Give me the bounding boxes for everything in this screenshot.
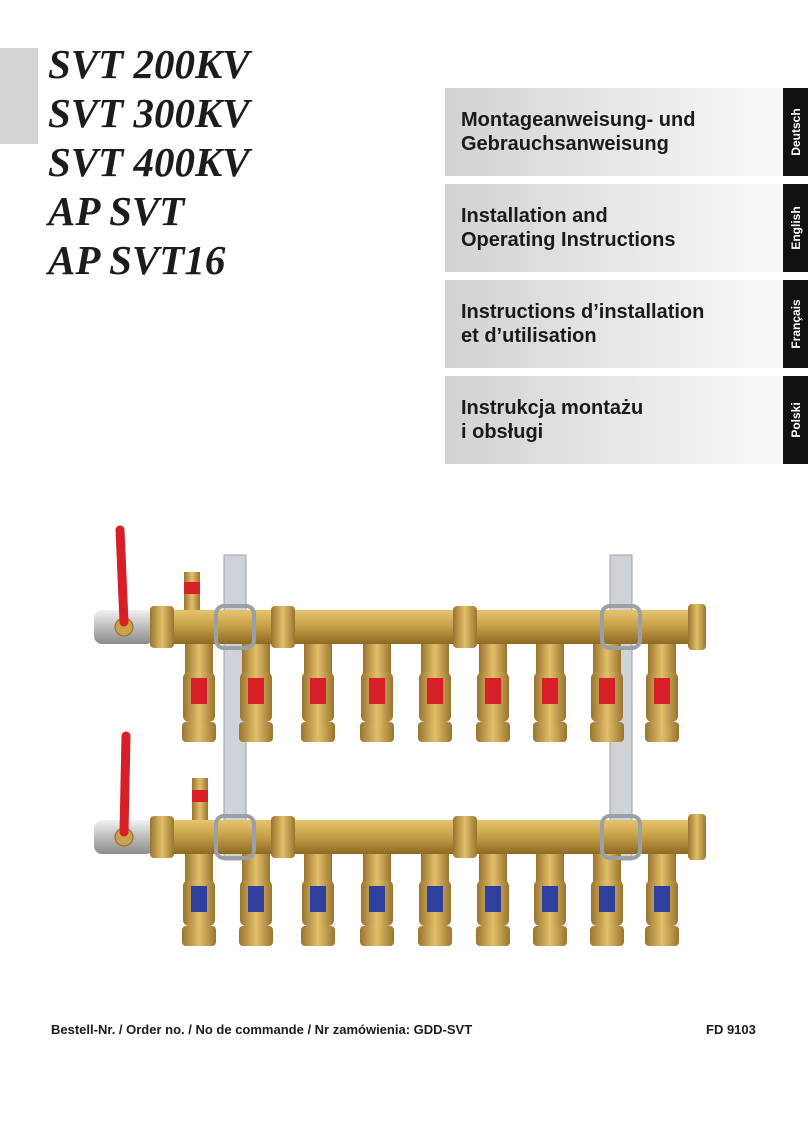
lower-red-handle	[119, 731, 131, 837]
language-title-line1: Installation and	[461, 205, 608, 227]
model-title: AP SVT16	[48, 237, 226, 283]
model-title: SVT 400KV	[48, 139, 250, 185]
model-title: SVT 200KV	[48, 41, 250, 87]
upper-outlets	[182, 644, 679, 742]
language-block-francais: Instructions d’installation et d’utilisa…	[445, 280, 782, 368]
lower-union	[271, 816, 295, 858]
lower-outlets	[182, 854, 679, 946]
language-block-english: Installation and Operating Instructions	[445, 184, 782, 272]
language-block-polski: Instrukcja montażu i obsługi	[445, 376, 782, 464]
language-title-line1: Montageanweisung- und	[461, 109, 696, 131]
order-number: Bestell-Nr. / Order no. / No de commande…	[51, 1022, 473, 1037]
side-grey-tab	[0, 48, 38, 144]
model-title: AP SVT	[48, 188, 185, 234]
language-tab-deutsch: Deutsch	[783, 88, 808, 176]
language-title-line2: Gebrauchsanweisung	[461, 133, 669, 155]
language-title-line2: et d’utilisation	[461, 325, 597, 347]
language-title-line2: i obsługi	[461, 421, 544, 443]
bracket-clamp	[214, 604, 256, 650]
language-title-line2: Operating Instructions	[461, 229, 676, 251]
upper-union	[453, 606, 477, 648]
lower-union	[150, 816, 174, 858]
upper-red-handle	[115, 525, 129, 627]
upper-manifold-pipe	[148, 610, 703, 644]
language-tab-polski: Polski	[783, 376, 808, 464]
bracket-clamp	[600, 604, 642, 650]
bracket-clamp	[214, 814, 256, 860]
language-title-line1: Instructions d’installation	[461, 301, 705, 323]
model-titles: SVT 200KV SVT 300KV SVT 400KV AP SVT AP …	[48, 40, 250, 285]
language-tab-francais: Français	[783, 280, 808, 368]
lower-union	[453, 816, 477, 858]
lower-air-vent-handle	[192, 790, 208, 802]
manifold-photo-icon	[94, 525, 706, 946]
document-code: FD 9103	[706, 1022, 756, 1037]
upper-union	[150, 606, 174, 648]
bracket-clamp	[600, 814, 642, 860]
upper-end-cap	[688, 604, 706, 650]
language-tab-english: English	[783, 184, 808, 272]
language-title-line1: Instrukcja montażu	[461, 397, 644, 419]
model-title: SVT 300KV	[48, 90, 250, 136]
upper-air-vent-handle	[184, 582, 200, 594]
upper-union	[271, 606, 295, 648]
lower-end-cap	[688, 814, 706, 860]
lower-manifold-pipe	[148, 820, 703, 854]
language-block-deutsch: Montageanweisung- und Gebrauchsanweisung	[445, 88, 782, 176]
